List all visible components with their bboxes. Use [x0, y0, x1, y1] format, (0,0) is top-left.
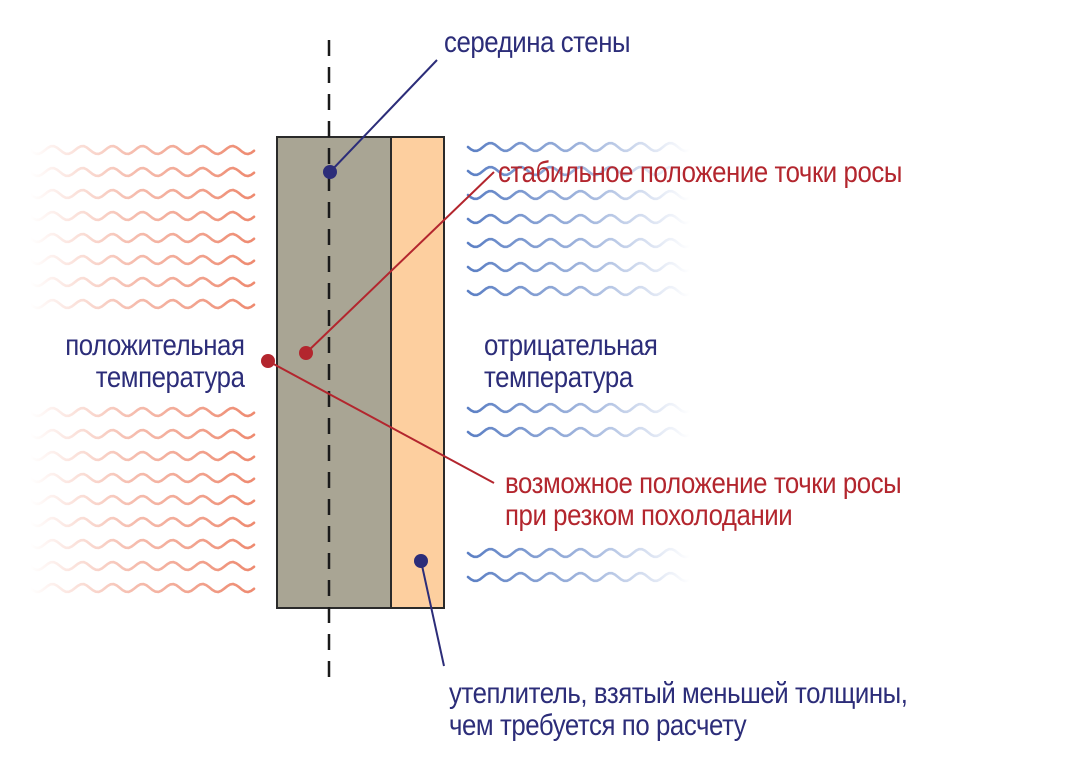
- insulation-note-label: утеплитель, взятый меньшей толщины, чем …: [449, 677, 908, 742]
- cold-wave-icon: [466, 261, 692, 273]
- warm-wave-icon: [28, 538, 256, 550]
- warm-wave-icon: [28, 232, 256, 244]
- warm-wave-icon: [28, 428, 256, 440]
- cold-wave-icon: [466, 285, 692, 297]
- warm-wave-icon: [28, 472, 256, 484]
- insulation-layer: [390, 136, 445, 609]
- insulation-leader: [420, 560, 445, 667]
- warm-wave-icon: [28, 406, 256, 418]
- warm-wave-icon: [28, 494, 256, 506]
- cold-wave-icon: [466, 141, 692, 153]
- warm-wave-icon: [28, 276, 256, 288]
- positive-temperature-label: положительная температура: [65, 329, 246, 394]
- cold-wave-icon: [466, 237, 692, 249]
- warm-wave-icon: [28, 188, 256, 200]
- warm-wave-icon: [28, 516, 256, 528]
- stable-dew-point-dot-marker-icon: [299, 346, 313, 360]
- cold-wave-icon: [466, 402, 692, 414]
- warm-wave-icon: [28, 254, 256, 266]
- warm-wave-icon: [28, 450, 256, 462]
- warm-side-waves: [28, 144, 256, 594]
- insulation-dot-marker-icon: [414, 554, 428, 568]
- warm-wave-icon: [28, 144, 256, 156]
- stable-dew-point-label: стабильное положение точки росы: [498, 156, 902, 189]
- cold-wave-icon: [466, 213, 692, 225]
- wall-layer: [276, 136, 392, 609]
- warm-wave-icon: [28, 210, 256, 222]
- cold-wave-icon: [466, 426, 692, 438]
- warm-wave-icon: [28, 560, 256, 572]
- warm-wave-icon: [28, 582, 256, 594]
- possible-dew-point-label: возможное положение точки росы при резко…: [505, 467, 902, 532]
- cold-side-waves: [466, 141, 692, 583]
- possible-dew-point-leader: [267, 360, 495, 484]
- warm-wave-icon: [28, 298, 256, 310]
- possible-dew-point-dot-marker-icon: [261, 354, 275, 368]
- wall-middle-label: середина стены: [444, 26, 631, 59]
- negative-temperature-label: отрицательная температура: [484, 329, 658, 394]
- warm-wave-icon: [28, 166, 256, 178]
- cold-wave-icon: [466, 547, 692, 559]
- stable-dew-point-leader: [305, 171, 495, 354]
- wall-middle-leader: [329, 59, 438, 173]
- cold-wave-icon: [466, 189, 692, 201]
- cold-wave-icon: [466, 571, 692, 583]
- wall-middle-dot-marker-icon: [323, 165, 337, 179]
- cold-wave-icon: [466, 165, 692, 177]
